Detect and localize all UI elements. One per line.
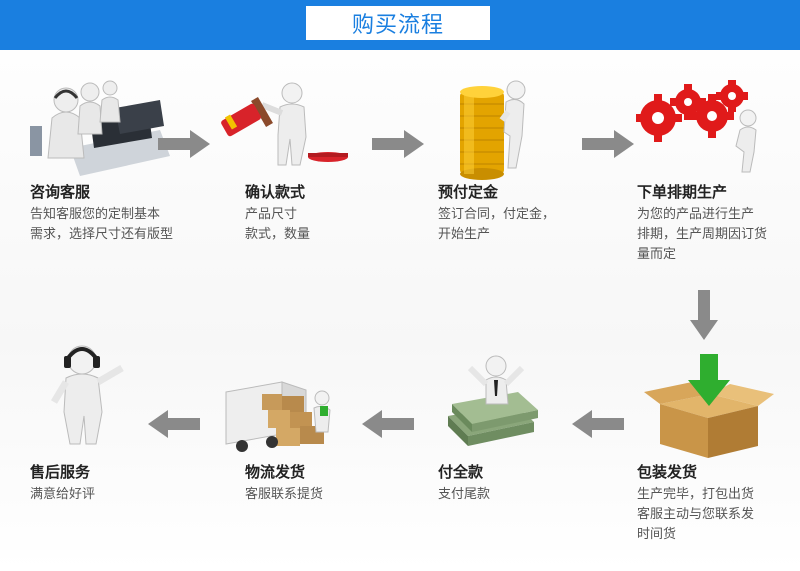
- step-desc: 为您的产品进行生产 排期，生产周期因订货 量而定: [637, 207, 768, 262]
- step-desc: 生产完毕，打包出货 客服主动与您联系发 时间货: [637, 487, 755, 542]
- step-title: 预付定金: [438, 183, 499, 201]
- arrow-right-icon: [372, 130, 424, 158]
- customer-service-icon: [30, 80, 170, 176]
- package-icon: [644, 354, 774, 458]
- arrow-left-icon: [148, 410, 200, 438]
- page-title-box: 购买流程: [306, 6, 490, 40]
- arrow-left-icon: [572, 410, 624, 438]
- gears-icon: [636, 80, 757, 173]
- step-title: 下单排期生产: [637, 183, 728, 201]
- step-desc: 签订合同，付定金， 开始生产: [438, 207, 556, 242]
- headset-figure-icon: [50, 345, 124, 445]
- delivery-truck-icon: [225, 381, 331, 452]
- coin-stack-icon: [460, 80, 526, 180]
- arrow-right-icon: [158, 130, 210, 158]
- step-desc: 产品尺寸 款式，数量: [245, 207, 311, 242]
- hammer-figure-icon: [221, 82, 348, 166]
- money-figure-icon: [448, 355, 538, 446]
- arrow-right-icon: [582, 130, 634, 158]
- arrow-down-icon: [690, 290, 718, 340]
- step-title: 付全款: [438, 463, 484, 481]
- header-bar: 购买流程: [0, 0, 800, 50]
- step-desc: 告知客服您的定制基本 需求，选择尺寸还有版型: [30, 207, 174, 242]
- step-title: 售后服务: [30, 463, 91, 481]
- step-desc: 支付尾款: [438, 487, 491, 502]
- step-title: 物流发货: [245, 463, 306, 481]
- page-title: 购买流程: [351, 13, 444, 38]
- step-desc: 满意给好评: [30, 487, 96, 502]
- step-title: 包装发货: [637, 463, 698, 481]
- arrow-left-icon: [362, 410, 414, 438]
- step-title: 咨询客服: [30, 183, 91, 201]
- step-desc: 客服联系提货: [245, 487, 324, 502]
- step-title: 确认款式: [245, 183, 306, 201]
